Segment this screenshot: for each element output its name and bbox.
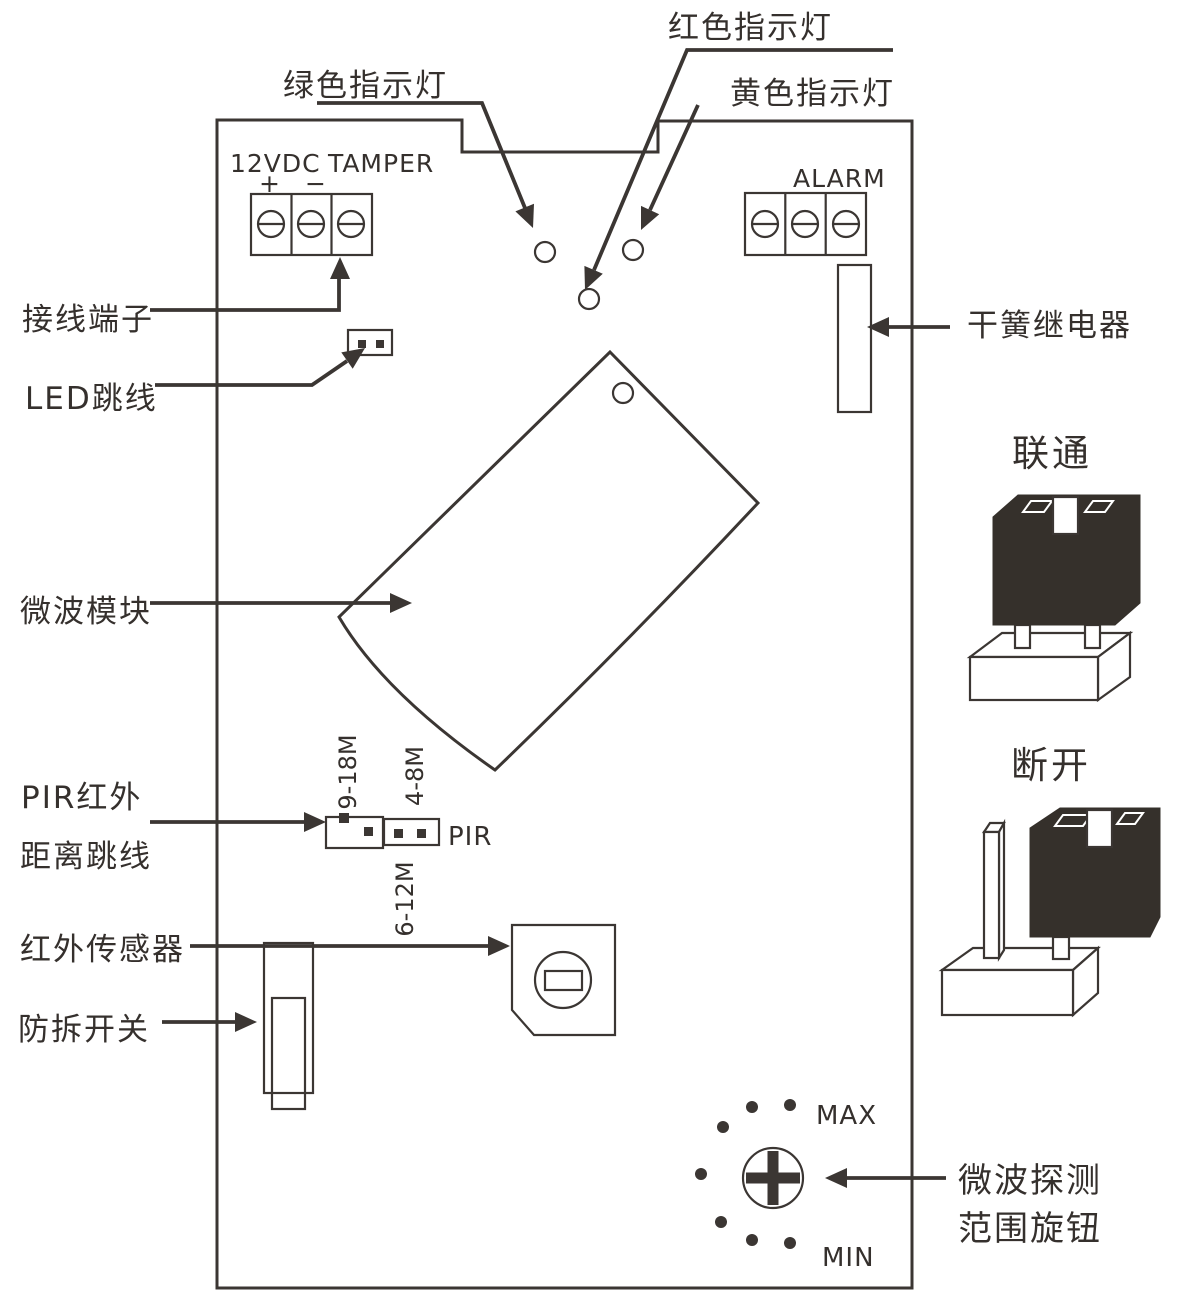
arrowhead [304, 812, 326, 832]
callout-yellow-led: 黄色指示灯 [641, 76, 895, 230]
range-6-12m-label: 6-12M [391, 861, 419, 936]
pir-distance-label-line1: PIR红外 [21, 780, 142, 816]
reed-relay-label: 干簧继电器 [967, 308, 1132, 344]
jumper-pin [1083, 623, 1102, 650]
alarm-block-body [743, 191, 868, 257]
microwave-module-body [337, 349, 761, 772]
disconnected-label: 断开 [1011, 744, 1091, 787]
callout-led-jumper: LED跳线 [25, 348, 365, 417]
arrowhead [825, 1168, 847, 1188]
pir-label: PIR [448, 822, 492, 852]
range-4-8m-label: 4-8M [401, 746, 429, 806]
pir-lens [533, 950, 593, 1010]
jumper-cap [1029, 807, 1161, 938]
max-label: MAX [816, 1101, 877, 1131]
green-led-label: 绿色指示灯 [283, 68, 448, 104]
dc-label: 12VDC [230, 149, 321, 178]
pin-base [938, 945, 1101, 1018]
pin-base [966, 630, 1134, 703]
power-terminal-block: 12VDC TAMPER + − [230, 149, 434, 257]
callout-red-led: 红色指示灯 [584, 10, 893, 290]
power-block-body [249, 192, 374, 257]
module-hole [611, 381, 635, 405]
reed-relay-body [836, 263, 873, 414]
callout-microwave-module: 微波模块 [20, 593, 412, 630]
jumper-pin [1051, 935, 1071, 961]
knob-screw [741, 1146, 805, 1210]
arrowhead [584, 265, 603, 290]
led-jumper-header [346, 328, 394, 357]
screw-terminal [750, 209, 861, 239]
alarm-label: ALARM [793, 164, 886, 193]
range-9-18m-label: 9-18M [334, 734, 362, 809]
range-knob: MAX MIN [695, 1099, 877, 1273]
screw-terminal [256, 209, 366, 239]
pir-distance-label-line2: 距离跳线 [20, 839, 152, 875]
cap-notch [1051, 495, 1080, 536]
alarm-terminal-block: ALARM [743, 164, 886, 257]
tamper-switch-label: 防拆开关 [18, 1012, 150, 1048]
yellow-led-dot [621, 238, 645, 262]
callout-terminal-block: 接线端子 [22, 257, 350, 338]
exposed-pin [981, 818, 1006, 962]
callout-ir-sensor: 红外传感器 [20, 932, 510, 968]
pir-window [543, 969, 584, 992]
ir-sensor-label: 红外传感器 [20, 932, 185, 968]
connected-label: 联通 [1012, 432, 1092, 475]
tamper-switch-body [262, 941, 315, 1111]
arrowhead [867, 317, 889, 337]
minus-label: − [305, 169, 327, 198]
arrowhead [330, 257, 350, 279]
red-led-dot [577, 287, 601, 311]
green-led-dot [533, 240, 557, 264]
pir-distance-jumper: 9-18M 4-8M 6-12M PIR [324, 734, 492, 937]
arrowhead [488, 936, 510, 956]
tamper-label: TAMPER [327, 149, 434, 178]
callout-pir-distance: PIR红外 距离跳线 [20, 780, 326, 875]
arrowhead [515, 203, 534, 228]
plus-label: + [259, 169, 281, 198]
led-jumper-label: LED跳线 [25, 381, 158, 417]
range-knob-label-line1: 微波探测 [958, 1161, 1102, 1201]
min-label: MIN [822, 1243, 875, 1273]
jumper-pin [1013, 623, 1032, 650]
legend-connected: 联通 [966, 432, 1141, 703]
arrowhead [235, 1012, 257, 1032]
arrowhead [641, 205, 660, 230]
callout-green-led: 绿色指示灯 [283, 68, 534, 228]
pir-sensor-body [510, 923, 617, 1037]
jumper-cap [992, 494, 1141, 626]
callout-reed-relay: 干簧继电器 [867, 308, 1132, 344]
red-led-label: 红色指示灯 [668, 10, 833, 46]
yellow-led-label: 黄色指示灯 [730, 76, 895, 112]
arrowhead [390, 593, 412, 613]
microwave-module-label: 微波模块 [20, 594, 152, 630]
callout-range-knob: 微波探测 范围旋钮 [825, 1161, 1102, 1249]
cap-notch [1085, 808, 1114, 849]
terminal-block-label: 接线端子 [22, 302, 154, 338]
callout-tamper-switch: 防拆开关 [18, 1012, 257, 1048]
legend-disconnected: 断开 [938, 744, 1161, 1018]
range-knob-label-line2: 范围旋钮 [958, 1209, 1102, 1249]
arrowhead [341, 348, 365, 369]
